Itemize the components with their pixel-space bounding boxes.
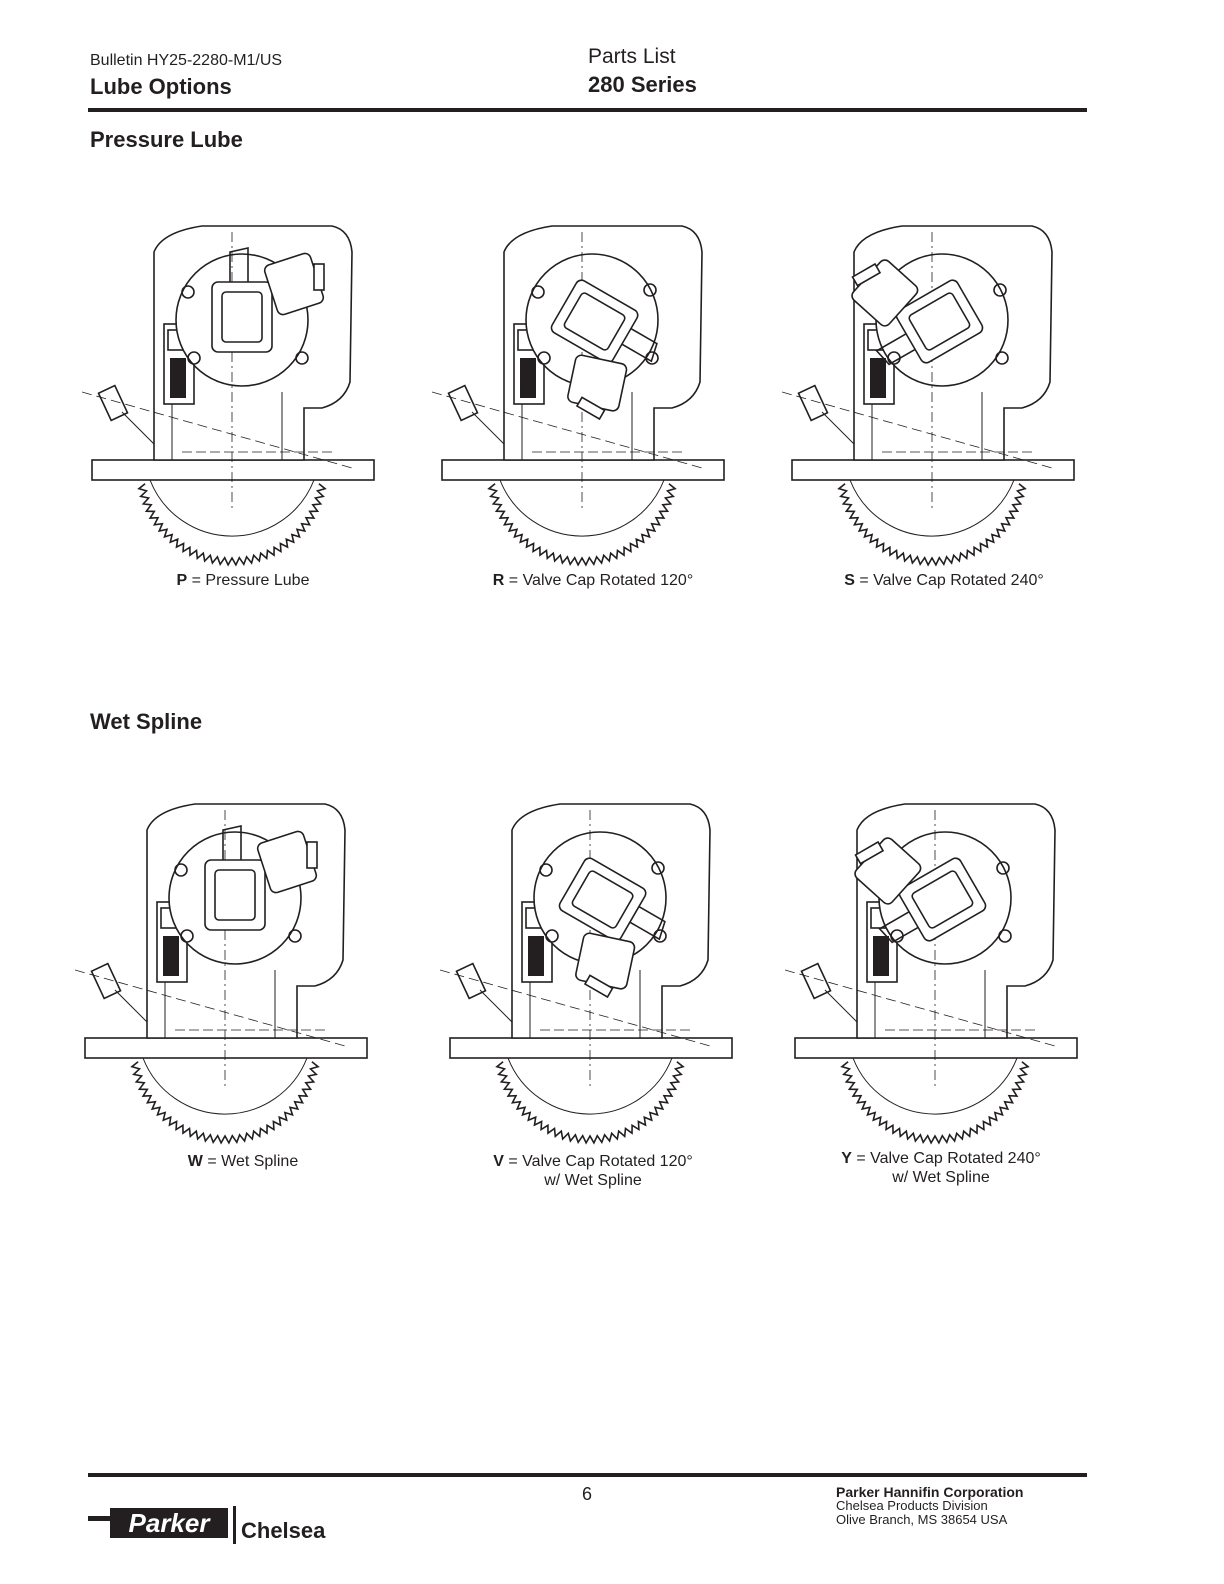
mounting-flange [449,1037,733,1059]
mounting-flange [91,459,375,481]
bolt-shape [90,962,122,1000]
caption-code: V [493,1153,504,1170]
mounting-flange [441,459,725,481]
caption-text: = Valve Cap Rotated 240° [859,572,1044,589]
company-division: Chelsea Products Division [836,1498,988,1513]
caption-code: R [492,572,505,589]
caption-p: P = Pressure Lube [93,571,393,590]
bulletin-number: Bulletin HY25-2280-M1/US [90,52,283,69]
caption-code: W [187,1153,203,1170]
valve-cap [550,279,658,421]
bolt-shape [455,962,487,1000]
logo-brand-text: Parker [129,1508,212,1538]
series-name: 280 Series [588,72,697,97]
caption-code: P [176,572,188,589]
figure-v [440,790,740,1150]
pto-drawing [785,803,1078,1145]
caption-text: = Pressure Lube [191,572,310,589]
gear-teeth [837,483,1027,567]
gear-teeth [840,1061,1030,1145]
caption-text: = Valve Cap Rotated 120° [508,1153,693,1170]
parker-chelsea-logo: Parker Chelsea [88,1502,328,1546]
caption-code: S [844,572,855,589]
page-number: 6 [582,1484,593,1504]
company-name: Parker Hannifin Corporation [836,1484,1024,1500]
caption-text: = Valve Cap Rotated 120° [508,572,694,589]
caption-r: R = Valve Cap Rotated 120° [443,571,743,590]
caption-text: = Valve Cap Rotated 240° [856,1150,1041,1167]
figure-r [432,212,732,572]
bolt-shape [447,384,479,422]
valve-cap [211,247,325,353]
section-title-wet-spline: Wet Spline [90,709,203,734]
pto-drawing [82,225,375,567]
pto-drawing [75,803,368,1145]
caption-text-line2: w/ Wet Spline [544,1172,642,1189]
company-location: Olive Branch, MS 38654 USA [836,1512,1008,1527]
caption-text: = Wet Spline [207,1153,299,1170]
section-heading: Lube Options [90,74,232,99]
mounting-flange [791,459,1075,481]
mounting-flange [84,1037,368,1059]
caption-s: S = Valve Cap Rotated 240° [794,571,1094,590]
gear-teeth [495,1061,685,1145]
caption-y: Y = Valve Cap Rotated 240° w/ Wet Spline [791,1149,1091,1187]
header-rule [88,108,1087,112]
logo-sub-text: Chelsea [241,1518,326,1543]
caption-text-line2: w/ Wet Spline [892,1169,990,1186]
caption-w: W = Wet Spline [93,1152,393,1171]
gear-teeth [487,483,677,567]
mounting-flange [794,1037,1078,1059]
figure-w [75,790,375,1150]
bolt-shape [797,384,829,422]
gear-teeth [130,1061,320,1145]
valve-cap [558,857,666,999]
pto-drawing [440,803,733,1145]
caption-v: V = Valve Cap Rotated 120° w/ Wet Spline [443,1152,743,1190]
pto-drawing [432,225,725,567]
bolt-shape [97,384,129,422]
footer-rule [88,1473,1087,1477]
figure-p [82,212,382,572]
valve-cap [854,837,987,944]
logo-graphic: Parker Chelsea [88,1506,326,1544]
valve-cap [204,825,318,931]
section-title-pressure-lube: Pressure Lube [90,127,243,152]
valve-cap [851,259,984,366]
caption-code: Y [841,1150,852,1167]
company-address: Parker Hannifin Corporation Chelsea Prod… [836,1485,1023,1527]
bolt-shape [800,962,832,1000]
gear-teeth [137,483,327,567]
document-type: Parts List [588,45,676,68]
figure-y [785,790,1085,1150]
figure-s [782,212,1082,572]
pto-drawing [782,225,1075,567]
